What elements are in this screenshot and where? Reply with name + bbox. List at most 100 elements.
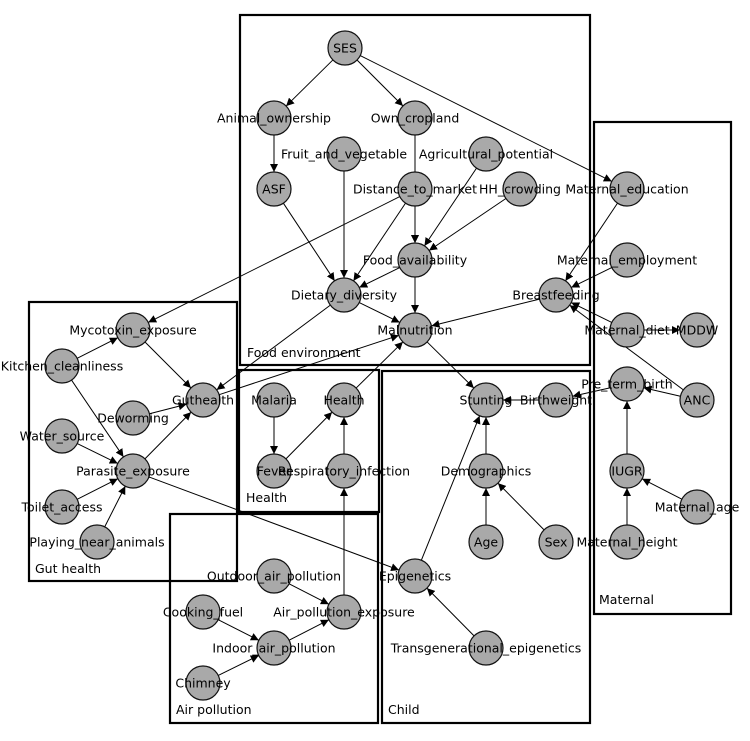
edge-ses-to-maternal-education [359,55,613,182]
node-label: Playing_near_animals [29,535,164,550]
group-label-health: Health [246,490,287,505]
node-maternal-employment: Maternal_employment [557,242,697,278]
node-label: MDDW [676,323,718,338]
node-circle [44,348,80,384]
node-label: Pre_term_birth [581,377,672,392]
node-label: Parasite_exposure [76,464,190,479]
edges-layer [71,55,684,676]
node-label: Dietary_diversity [291,288,398,303]
node-circle [185,594,221,630]
node-circle [609,242,645,278]
edge-guthealth-to-malnutrition [218,334,400,396]
node-circle [468,524,504,560]
node-circle [609,171,645,207]
node-asf: ASF [256,171,292,207]
node-circle [538,277,574,313]
node-circle [397,242,433,278]
node-transgenerational-epigenetics: Transgenerational_epigenetics [390,630,582,666]
node-circle [468,382,504,418]
node-playing-near-animals: Playing_near_animals [29,524,165,560]
node-circle [256,100,292,136]
node-circle [609,524,645,560]
node-sex: Sex [538,524,574,560]
node-label: Kitchen_cleanliness [1,359,123,374]
edge-maternal-diet-to-breastfeeding [571,302,612,323]
edge-outdoor-air-pollution-to-air-pollution-exposure [288,583,330,605]
node-label: ANC [684,393,711,408]
edge-cooking-fuel-to-indoor-air-pollution [217,619,260,641]
node-stunting: Stunting [460,382,513,418]
node-label: Deworming [97,411,169,426]
node-circle [609,312,645,348]
node-mddw: MDDW [676,312,718,348]
node-label: Birthweight [520,393,592,408]
edge-mycotoxin-exposure-to-guthealth [144,341,192,389]
edge-water-source-to-parasite-exposure [77,443,118,464]
node-hh-crowding: HH_crowding [479,171,561,207]
node-label: Air_pollution_exposure [273,605,415,620]
node-kitchen-cleanliness: Kitchen_cleanliness [1,348,123,384]
node-label: Demographics [441,464,532,479]
node-label: Indoor_air_pollution [212,641,335,656]
node-label: Distance_to_market [353,182,477,197]
node-label: Transgenerational_epigenetics [390,641,582,656]
node-label: Own_cropland [371,111,460,126]
group-label-child: Child [388,702,420,717]
node-circle [327,30,363,66]
node-circle [609,366,645,402]
edge-distance-to-market-to-mycotoxin-exposure [147,196,401,323]
edge-maternal-age-to-iugr [641,478,683,500]
node-circle [679,489,715,525]
edge-anc-to-pre-term-birth [643,385,681,397]
node-distance-to-market: Distance_to_market [353,171,477,207]
edge-ses-to-animal-ownership [285,59,334,107]
node-label: Guthealth [172,393,234,408]
edge-maternal-employment-to-breastfeeding [571,267,612,288]
node-animal-ownership: Animal_ownership [217,100,331,136]
node-label: Maternal_employment [557,253,697,268]
node-deworming: Deworming [97,400,169,436]
node-circle [397,312,433,348]
node-label: ASF [262,182,286,197]
node-circle [44,489,80,525]
node-circle [256,453,292,489]
node-circle [397,171,433,207]
node-health: Health [323,382,365,418]
node-circle [185,665,221,701]
node-label: Water_source [20,429,105,444]
node-label: Agricultural_potential [419,147,553,162]
node-anc: ANC [679,382,715,418]
node-chimney: Chimney [175,665,231,701]
node-label: Animal_ownership [217,111,331,126]
node-iugr: IUGR [609,453,645,489]
edge-pre-term-birth-to-birthweight [572,387,611,399]
node-circle [397,558,433,594]
edge-parasite-exposure-to-epigenetics [148,476,400,572]
node-age: Age [468,524,504,560]
node-circle [468,630,504,666]
edge-malnutrition-to-stunting [426,341,475,389]
edge-deworming-to-guthealth [149,402,187,415]
node-malnutrition: Malnutrition [377,312,453,348]
node-circle [79,524,115,560]
node-circle [502,171,538,207]
node-birthweight: Birthweight [520,382,592,418]
node-agricultural-potential: Agricultural_potential [419,136,553,172]
group-health: Health [237,368,381,514]
edge-breastfeeding-to-malnutrition [431,298,540,328]
node-circle [115,453,151,489]
edge-kitchen-cleanliness-to-mycotoxin-exposure [76,337,119,359]
node-label: Food_availability [363,253,468,268]
node-own-cropland: Own_cropland [371,100,460,136]
node-label: Maternal_education [565,182,688,197]
node-breastfeeding: Breastfeeding [512,277,600,313]
node-demographics: Demographics [441,453,532,489]
edge-dietary-diversity-to-guthealth [216,304,331,391]
node-label: Stunting [460,393,513,408]
node-circle [679,382,715,418]
node-pre-term-birth: Pre_term_birth [581,366,673,402]
node-dietary-diversity: Dietary_diversity [291,277,398,313]
node-label: Toilet_access [20,500,102,515]
node-circle [256,630,292,666]
node-maternal-education: Maternal_education [565,171,689,207]
